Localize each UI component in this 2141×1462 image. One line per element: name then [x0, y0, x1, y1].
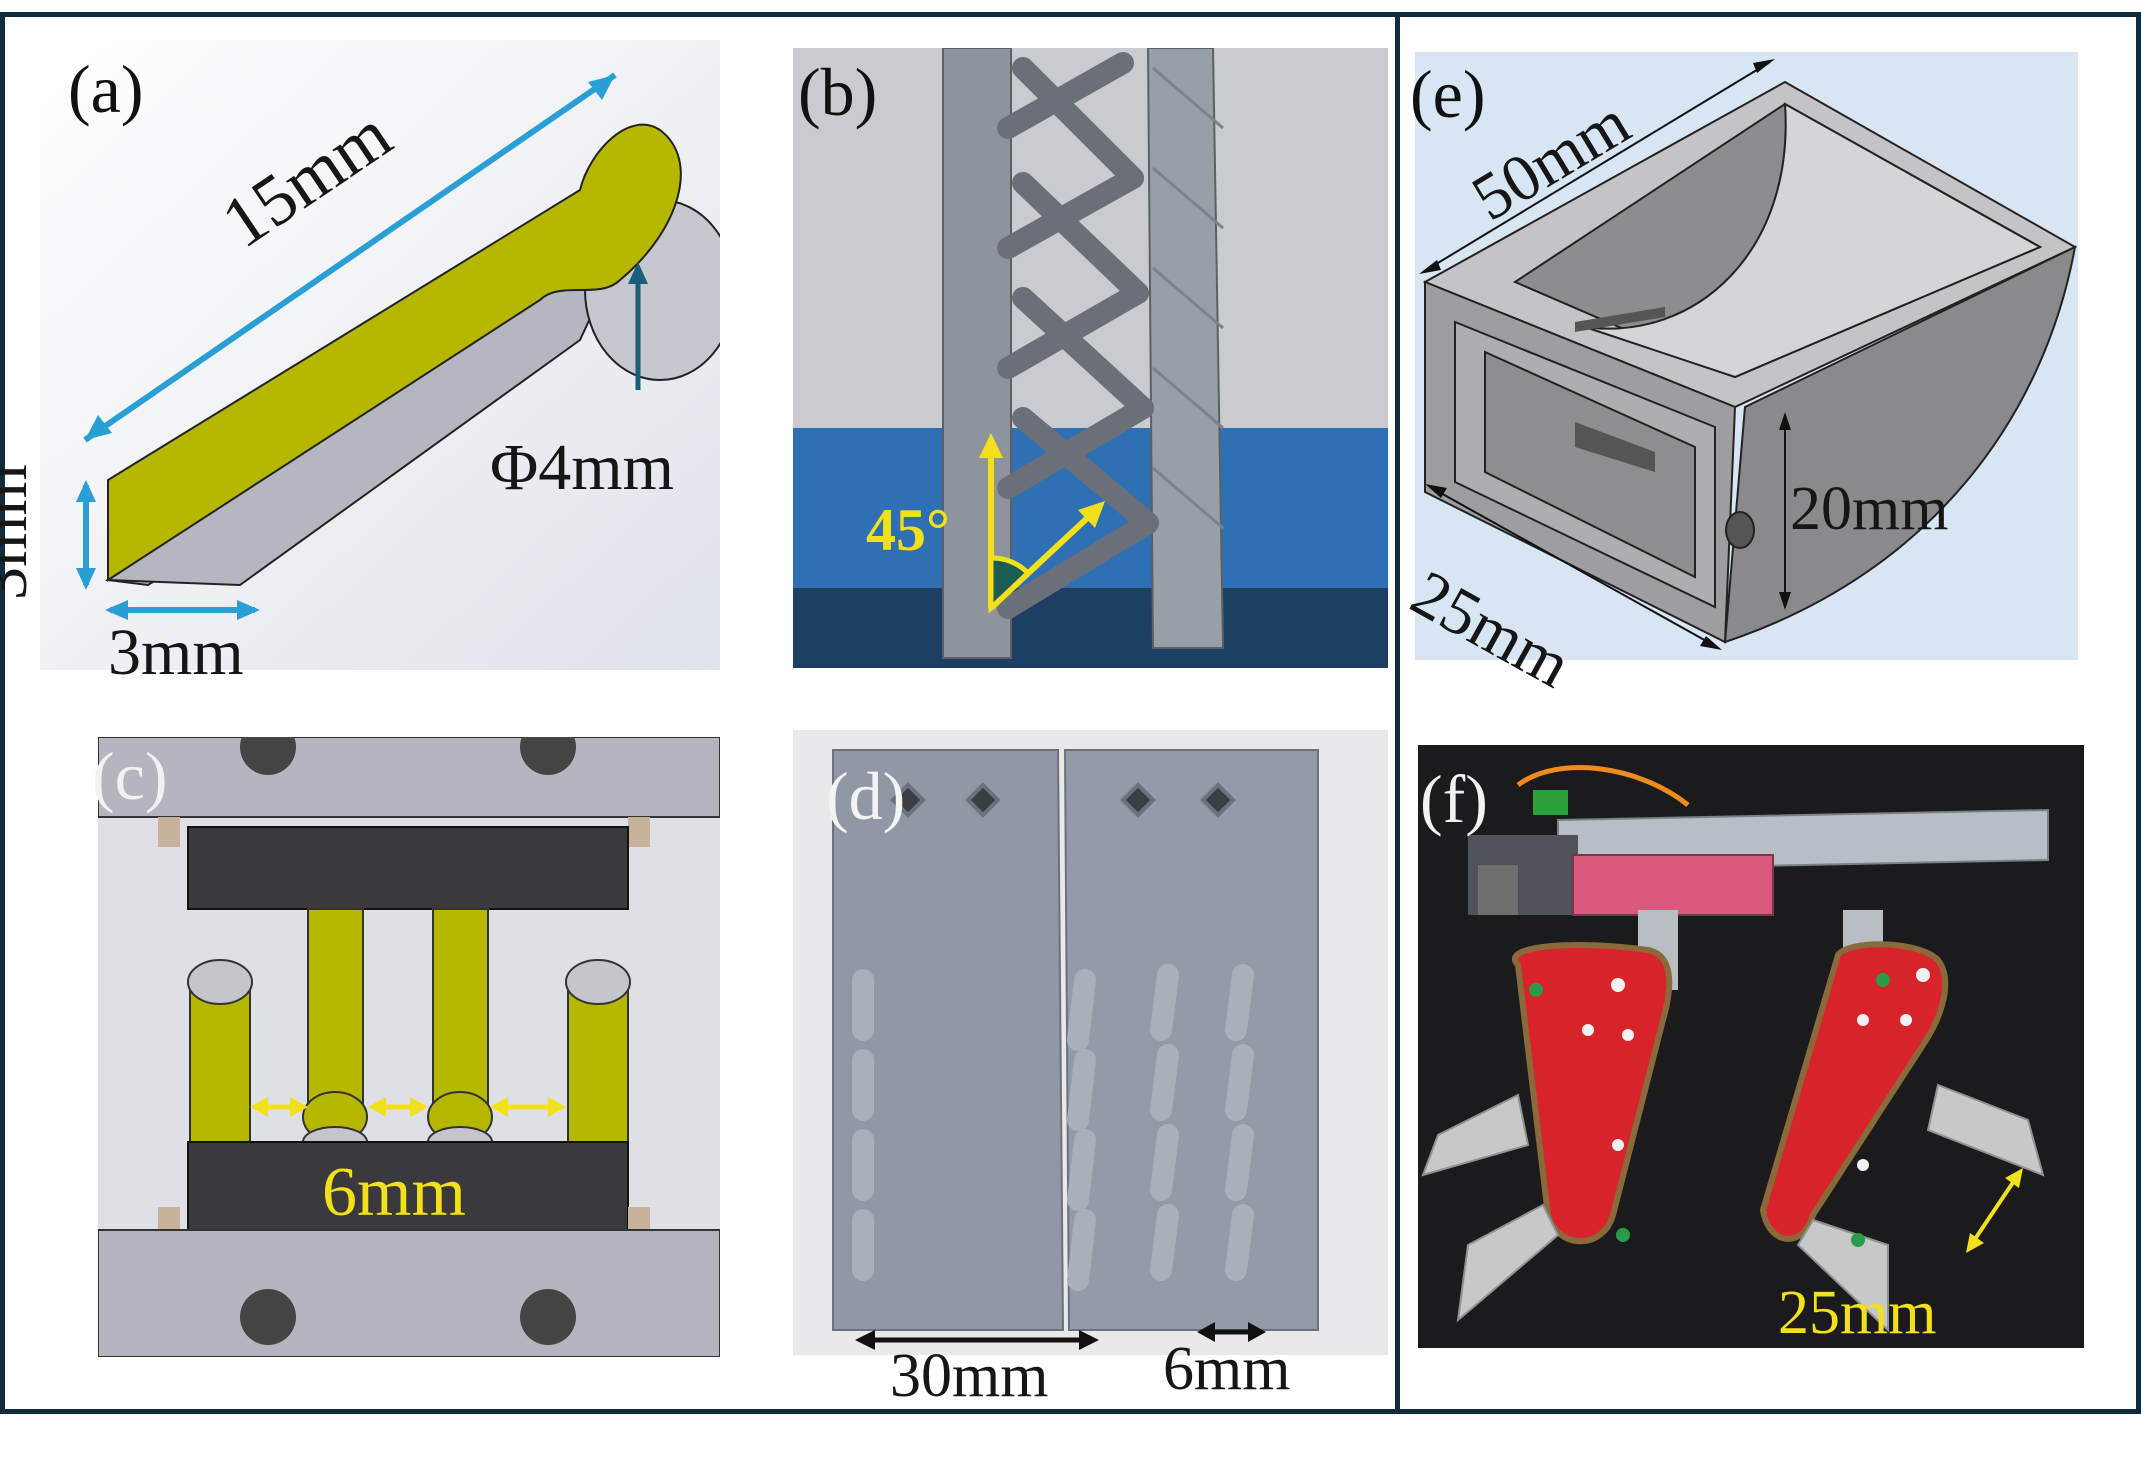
figure-frame: [0, 12, 2141, 1414]
panel-f-fin-length-dim: 25mm: [1778, 1279, 1937, 1347]
panel-b-angle-dim: 45°: [866, 497, 950, 563]
panel-e-label: (e): [1410, 56, 1486, 132]
panel-b-label: (b): [798, 54, 878, 130]
panel-e-drawing: [1415, 52, 2078, 660]
panel-a-width-dim: 3mm: [108, 616, 244, 689]
panel-b-photo: [793, 48, 1388, 668]
panel-c-label: (c): [92, 738, 168, 814]
panel-e-cad-cup: [1415, 52, 2078, 660]
panel-a-cad-pin: [40, 40, 720, 670]
panel-f-gripper-photo: [1418, 745, 2084, 1348]
panel-e-height-dim: 20mm: [1790, 475, 1949, 543]
panel-c-cad-mould: [98, 737, 720, 1357]
panel-a-diameter-dim: Φ4mm: [490, 431, 674, 504]
panel-f-photo: [1418, 745, 2084, 1348]
panel-d-plate-width-dim: 30mm: [890, 1342, 1049, 1410]
panel-a-height-dim: 3mm: [0, 464, 41, 600]
panel-f-label: (f): [1420, 761, 1488, 837]
column-divider: [1395, 12, 1400, 1414]
panel-c-drawing: [98, 737, 720, 1357]
panel-d-printed-plates: [793, 730, 1388, 1355]
panel-c-spacing-dim: 6mm: [322, 1154, 466, 1231]
panel-a-label: (a): [68, 51, 144, 127]
panel-d-pin-spacing-dim: 6mm: [1163, 1335, 1291, 1403]
panel-a-drawing: [40, 40, 720, 670]
panel-d-label: (d): [826, 758, 906, 834]
panel-d-photo: [793, 730, 1388, 1355]
panel-b-printed-lattice: [793, 48, 1388, 668]
